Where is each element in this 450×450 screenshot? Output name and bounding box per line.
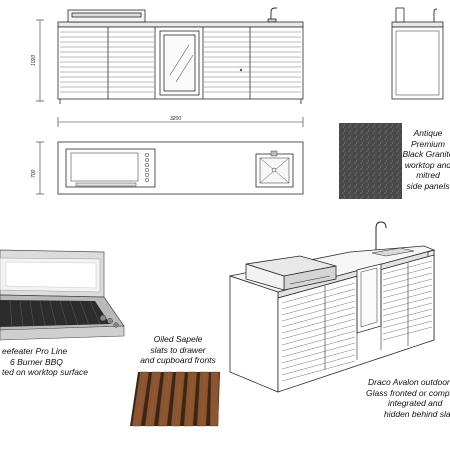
bbq-note-line-3: ted on worktop surface	[2, 367, 88, 377]
granite-note-line-4: worktop and	[404, 159, 450, 170]
depth-dimension-label: 700	[31, 169, 37, 178]
sapele-note-line-2: slats to drawer	[150, 344, 206, 355]
granite-note-line-2: Premium	[410, 138, 445, 149]
granite-annotation: Antique Premium Black Granite worktop an…	[402, 128, 450, 191]
length-dimension-label: 3200	[170, 116, 181, 122]
bbq-annotation: eefeater Pro Line 6 Burner BBQ ted on wo…	[0, 346, 92, 378]
granite-note-line-3: Black Granite	[402, 149, 450, 159]
plan-view	[57, 141, 304, 195]
kitchen-3d-slats	[281, 260, 433, 382]
fridge-note-line-3: integrated and	[388, 398, 443, 408]
granite-swatch	[339, 123, 402, 199]
length-dimension-line	[57, 117, 304, 127]
side-elevation	[391, 7, 444, 100]
bbq-3d-image	[0, 249, 125, 341]
sapele-note-line-3: and cupboard fronts	[140, 355, 216, 365]
height-dimension-line	[36, 19, 44, 102]
sapele-note-line-1: Oiled Sapele	[153, 334, 203, 344]
sapele-slat-swatch	[130, 371, 220, 427]
bbq-note-line-1: eefeater Pro Line	[2, 346, 68, 356]
front-elevation	[57, 7, 304, 104]
fridge-note-line-2: Glass fronted or compl	[366, 387, 450, 398]
granite-note-line-5: mitred	[416, 170, 440, 180]
granite-note-line-1: Antique	[413, 128, 443, 138]
granite-note-line-6: side panels	[406, 180, 450, 191]
fridge-note-line-4: hidden behind slat	[384, 408, 450, 419]
bbq-knobs-plan	[144, 152, 150, 183]
fridge-annotation: Draco Avalon outdoor f Glass fronted or …	[360, 377, 450, 419]
kitchen-3d-drawing	[228, 221, 436, 393]
front-slats	[60, 31, 301, 93]
fridge-note-line-1: Draco Avalon outdoor f	[368, 377, 450, 387]
bbq-note-line-2: 6 Burner BBQ	[10, 356, 63, 367]
depth-dimension-line	[36, 141, 44, 195]
height-dimension-label: 1020	[31, 55, 37, 66]
sapele-annotation: Oiled Sapele slats to drawer and cupboar…	[134, 334, 222, 366]
